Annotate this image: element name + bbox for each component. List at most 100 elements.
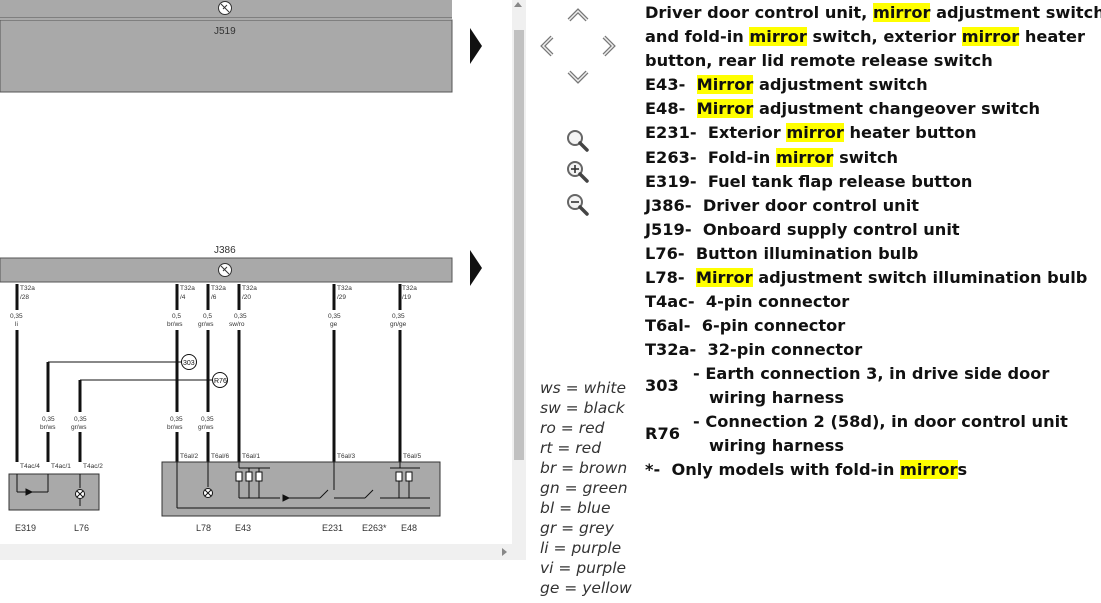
next-page-arrow-icon[interactable] [470, 28, 482, 64]
pin-label: /29 [337, 294, 346, 301]
connector-label: T6al/6 [211, 453, 229, 460]
connector-label: T4ac/4 [20, 463, 40, 470]
zoom-out-icon[interactable] [565, 192, 591, 218]
search-highlight: mirror [900, 460, 958, 480]
component-label: L78 [196, 523, 211, 533]
svg-text:R76: R76 [214, 378, 227, 385]
wire-color: gr/ws [198, 424, 214, 431]
component-item-j386: J386- Driver door control unit [645, 195, 919, 215]
pan-right-icon[interactable] [600, 34, 618, 58]
horizontal-scrollbar[interactable] [0, 544, 512, 560]
wire-gauge: 0,35 [328, 313, 341, 320]
component-label: L76 [74, 523, 89, 533]
scroll-up-arrow-icon[interactable] [514, 2, 522, 7]
wire-gauge: 0,35 [74, 416, 87, 423]
search-highlight: mirror [786, 123, 844, 143]
search-highlight: mirror [872, 3, 931, 22]
pin-label: /20 [242, 294, 251, 301]
wiring-diagram: J519 J386 T32a /28 0,35 li T32a /4 0,5 b… [0, 0, 453, 533]
legend-row: ro = red [540, 419, 605, 437]
component-item-303: 303 - Earth connection 3, in drive side … [645, 364, 1050, 408]
unit-label-j519: J519 [214, 26, 236, 37]
ground-symbol-icon [218, 263, 232, 277]
search-highlight: Mirror [696, 75, 754, 95]
component-item-t4ac: T4ac- 4-pin connector [645, 292, 850, 312]
wire-color: gr/ws [198, 321, 214, 328]
pin-label: /28 [20, 294, 29, 301]
connector-label: T6al/1 [242, 453, 260, 460]
wire-color: sw/ro [229, 321, 245, 328]
pin-label: T32a [211, 285, 226, 292]
pin-column: T32a /28 0,35 li T32a /4 0,5 br/ws T32a … [10, 285, 417, 328]
legend-row: li = purple [540, 539, 622, 557]
component-item-l76: L76- Button illumination bulb [645, 243, 919, 263]
component-label: E319 [15, 523, 36, 533]
pin-label: T32a [242, 285, 257, 292]
pin-label: T32a [402, 285, 417, 292]
legend-row: br = brown [540, 459, 628, 477]
pin-label: /4 [180, 294, 186, 301]
pin-label: /6 [211, 294, 217, 301]
legend-row: gn = green [540, 479, 628, 497]
legend-row: sw = black [540, 399, 625, 417]
component-item-r76: R76 - Connection 2 (58d), in door contro… [645, 412, 1068, 456]
wiring-diagram-pane[interactable]: J519 J386 T32a /28 0,35 li T32a /4 0,5 b… [0, 0, 512, 560]
legend-row: bl = blue [540, 499, 611, 517]
legend-row: gr = grey [540, 519, 614, 537]
connector-label: T6al/2 [180, 453, 198, 460]
pin-label: T32a [337, 285, 352, 292]
component-label: E48 [401, 523, 417, 533]
legend-row: vi = purple [540, 559, 627, 577]
wire-color: li [15, 321, 18, 328]
wire-gauge: 0,5 [203, 313, 212, 320]
legend-row: ws = white [540, 379, 627, 397]
footnote: *- Only models with fold-in mirrors [645, 460, 968, 480]
description-title: button, rear lid remote release switch [645, 51, 993, 71]
pin-label: /19 [402, 294, 411, 301]
component-item-t6al: T6al- 6-pin connector [645, 316, 846, 336]
component-label: E231 [322, 523, 343, 533]
wire-gauge: 0,35 [201, 416, 214, 423]
wire-color: br/ws [40, 424, 56, 431]
legend-row: ge = yellow [540, 579, 632, 597]
search-highlight: mirror [775, 147, 834, 167]
component-item-e231: E231- Exterior mirror heater button [645, 123, 977, 143]
scroll-right-arrow-icon[interactable] [502, 548, 507, 556]
search-highlight: mirror [749, 27, 807, 47]
wire-color: gr/ws [71, 424, 87, 431]
search-highlight: Mirror [695, 268, 753, 288]
search-highlight: mirror [961, 27, 1020, 47]
component-item-j519: J519- Onboard supply control unit [645, 219, 960, 239]
next-page-arrow-icon[interactable] [470, 250, 482, 286]
wire-gauge: 0,35 [10, 313, 23, 320]
unit-box-j519 [0, 19, 453, 93]
connector-label: T4ac/1 [51, 463, 71, 470]
wire-color: gn/ge [390, 321, 407, 328]
wire-gauge: 0,35 [170, 416, 183, 423]
component-item-e319: E319- Fuel tank flap release button [645, 171, 973, 191]
search-highlight: Mirror [696, 99, 754, 119]
vertical-scrollbar[interactable] [512, 0, 526, 560]
connector-label: T4ac/2 [83, 463, 103, 470]
component-description-panel: Driver door control unit, mirror adjustm… [645, 1, 1101, 483]
pan-up-icon[interactable] [566, 6, 590, 24]
description-title: Driver door control unit, mirror adjustm… [645, 3, 1101, 22]
unit-label-j386: J386 [214, 245, 236, 256]
wire-bundle [15, 284, 402, 462]
diagram-navigation-controls [532, 0, 632, 230]
pin-label: T32a [20, 285, 35, 292]
scrollbar-thumb[interactable] [514, 30, 524, 460]
zoom-fit-icon[interactable] [565, 128, 591, 154]
component-item-e263: E263- Fold-in mirror switch [645, 147, 899, 167]
zoom-in-icon[interactable] [565, 159, 591, 185]
pan-left-icon[interactable] [538, 34, 556, 58]
connector-label: T6al/3 [337, 453, 355, 460]
description-title: and fold-in mirror switch, exterior mirr… [645, 27, 1085, 47]
component-item-t32a: T32a- 32-pin connector [645, 340, 863, 360]
pin-label: T32a [180, 285, 195, 292]
wire-gauge: 0,35 [392, 313, 405, 320]
pan-down-icon[interactable] [566, 68, 590, 86]
component-label: E43 [235, 523, 251, 533]
component-item-e48: E48- Mirror adjustment changeover switch [645, 99, 1041, 119]
wire-color: br/ws [167, 424, 183, 431]
